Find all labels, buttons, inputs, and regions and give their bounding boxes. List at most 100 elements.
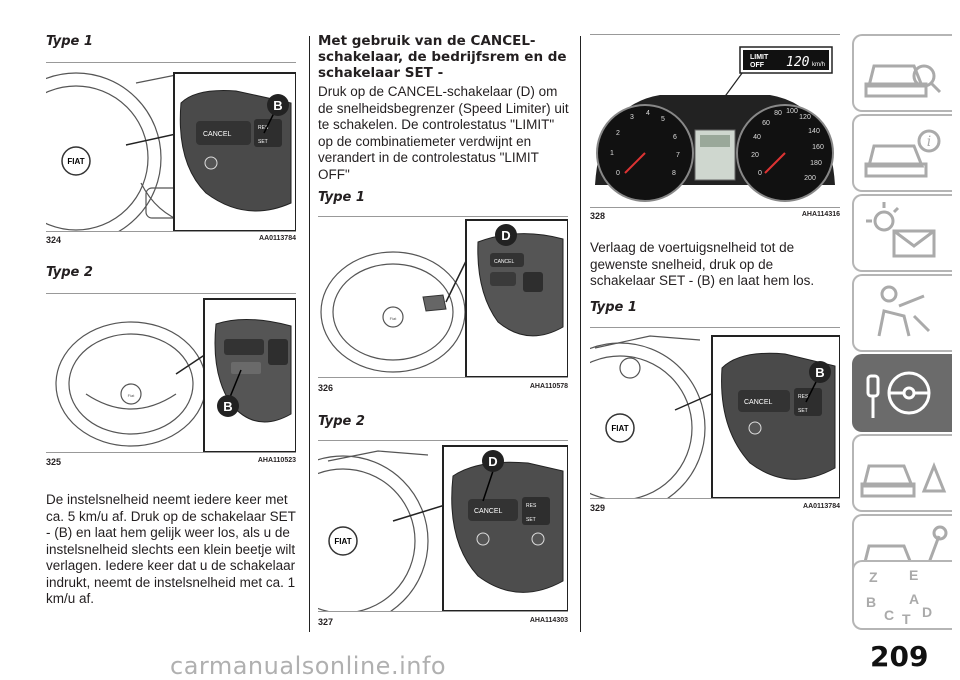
fig325-badge: B <box>223 399 232 414</box>
fig324-caption: 324 AA0113784 <box>46 235 296 245</box>
fig324-illustration: FIAT CANCEL RES SET B <box>46 63 296 231</box>
fig329-fiat-logo: FIAT <box>611 424 628 433</box>
svg-text:Fiat: Fiat <box>390 316 398 321</box>
svg-text:CANCEL: CANCEL <box>474 508 503 515</box>
svg-text:4: 4 <box>646 110 650 117</box>
fig325-caption: 325 AHA110523 <box>46 457 296 467</box>
fig325-number: 325 <box>46 457 62 467</box>
fig328-ref: AHA114316 <box>801 211 840 218</box>
col3-paragraph: Verlaag de voertuigsnelheid tot de gewen… <box>590 240 815 288</box>
svg-text:0: 0 <box>616 170 620 177</box>
figure-326: Fiat CANCEL D <box>318 216 568 378</box>
svg-text:1: 1 <box>610 150 614 157</box>
tab-car-warning[interactable] <box>852 434 952 512</box>
svg-text:CANCEL: CANCEL <box>744 399 773 406</box>
fig326-type-heading: Type 1 <box>318 190 365 205</box>
fig327-badge: D <box>488 454 497 469</box>
page-number: 209 <box>870 640 929 673</box>
col2-paragraph: Druk op de CANCEL-schakelaar (D) om de s… <box>318 84 569 182</box>
figure-325: Fiat B <box>46 293 296 453</box>
fig327-fiat-logo: FIAT <box>334 537 351 546</box>
svg-text:3: 3 <box>630 114 634 121</box>
fig326-number: 326 <box>318 383 334 393</box>
svg-text:60: 60 <box>762 120 770 127</box>
fig328-caption: 328 AHA114316 <box>590 211 840 221</box>
svg-text:140: 140 <box>808 128 820 135</box>
fig327-type-heading: Type 2 <box>318 414 365 429</box>
fig326-caption: 326 AHA110578 <box>318 383 568 393</box>
airbag-person-icon <box>877 285 931 337</box>
steering-key-icon <box>866 371 931 418</box>
fig324-fiat-logo: FIAT <box>67 157 84 166</box>
fig324-type-heading: Type 1 <box>46 34 93 49</box>
car-search-icon <box>864 64 942 98</box>
svg-text:C: C <box>884 607 894 623</box>
fig327-caption: 327 AHA114303 <box>318 617 568 627</box>
col1-paragraph: De instelsnelheid neemt iedere keer met … <box>46 492 296 606</box>
fig325-ref: AHA110523 <box>257 457 296 464</box>
svg-text:200: 200 <box>804 175 816 182</box>
svg-text:Fiat: Fiat <box>128 393 136 398</box>
svg-text:120: 120 <box>799 114 811 121</box>
fig329-caption: 329 AA0113784 <box>590 503 840 513</box>
fig327-illustration: FIAT CANCEL RES SET D <box>318 445 568 611</box>
svg-text:7: 7 <box>676 152 680 159</box>
svg-text:2: 2 <box>616 130 620 137</box>
tab-steering-key[interactable] <box>852 354 952 432</box>
car-warning-icon <box>860 461 947 498</box>
svg-text:160: 160 <box>812 144 824 151</box>
tab-car-info[interactable]: i <box>852 114 952 192</box>
svg-text:Z: Z <box>869 569 878 585</box>
svg-text:T: T <box>902 611 911 627</box>
svg-text:40: 40 <box>753 134 761 141</box>
figure-327: FIAT CANCEL RES SET D <box>318 440 568 612</box>
col2-section-heading: Met gebruik van de CANCEL-schakelaar, de… <box>318 33 567 81</box>
watermark: carmanualsonline.info <box>170 652 447 680</box>
tab-airbag-person[interactable] <box>852 274 952 352</box>
fig324-number: 324 <box>46 235 62 245</box>
fig328-off-label: OFF <box>750 62 765 69</box>
fig328-limit-label: LIMIT <box>750 54 769 61</box>
fig329-type-heading: Type 1 <box>590 300 637 315</box>
svg-text:6: 6 <box>673 134 677 141</box>
fig328-speed: 120 <box>786 55 810 70</box>
fig329-ref: AA0113784 <box>803 503 840 510</box>
warning-light-icon <box>866 202 936 258</box>
svg-text:CANCEL: CANCEL <box>203 131 232 138</box>
fig327-number: 327 <box>318 617 334 627</box>
svg-text:SET: SET <box>258 139 268 145</box>
fig324-ref: AA0113784 <box>259 235 296 242</box>
svg-text:SET: SET <box>798 408 808 414</box>
svg-text:i: i <box>927 134 931 150</box>
svg-text:CANCEL: CANCEL <box>494 259 515 265</box>
svg-text:5: 5 <box>661 116 665 123</box>
fig329-badge: B <box>815 365 824 380</box>
svg-text:E: E <box>909 567 918 583</box>
column-divider-1 <box>309 36 310 632</box>
tab-warning-light[interactable] <box>852 194 952 272</box>
fig327-ref: AHA114303 <box>529 617 568 624</box>
svg-text:A: A <box>909 591 919 607</box>
fig325-type-heading: Type 2 <box>46 265 93 280</box>
svg-text:20: 20 <box>751 152 759 159</box>
svg-text:B: B <box>866 594 876 610</box>
svg-text:100: 100 <box>786 108 798 115</box>
svg-text:8: 8 <box>672 170 676 177</box>
svg-text:D: D <box>922 604 932 620</box>
svg-text:0: 0 <box>758 170 762 177</box>
svg-text:RES: RES <box>526 503 537 509</box>
tab-car-search[interactable] <box>852 34 952 112</box>
column-divider-2 <box>580 36 581 632</box>
fig328-number: 328 <box>590 211 606 221</box>
fig324-badge: B <box>273 98 282 113</box>
fig329-illustration: FIAT CANCEL RES SET B <box>590 335 840 498</box>
svg-text:RES: RES <box>798 394 809 400</box>
fig326-illustration: Fiat CANCEL D <box>320 219 568 377</box>
figure-324: FIAT CANCEL RES SET B <box>46 62 296 232</box>
fig328-unit: km/h <box>812 62 825 68</box>
svg-text:80: 80 <box>774 110 782 117</box>
